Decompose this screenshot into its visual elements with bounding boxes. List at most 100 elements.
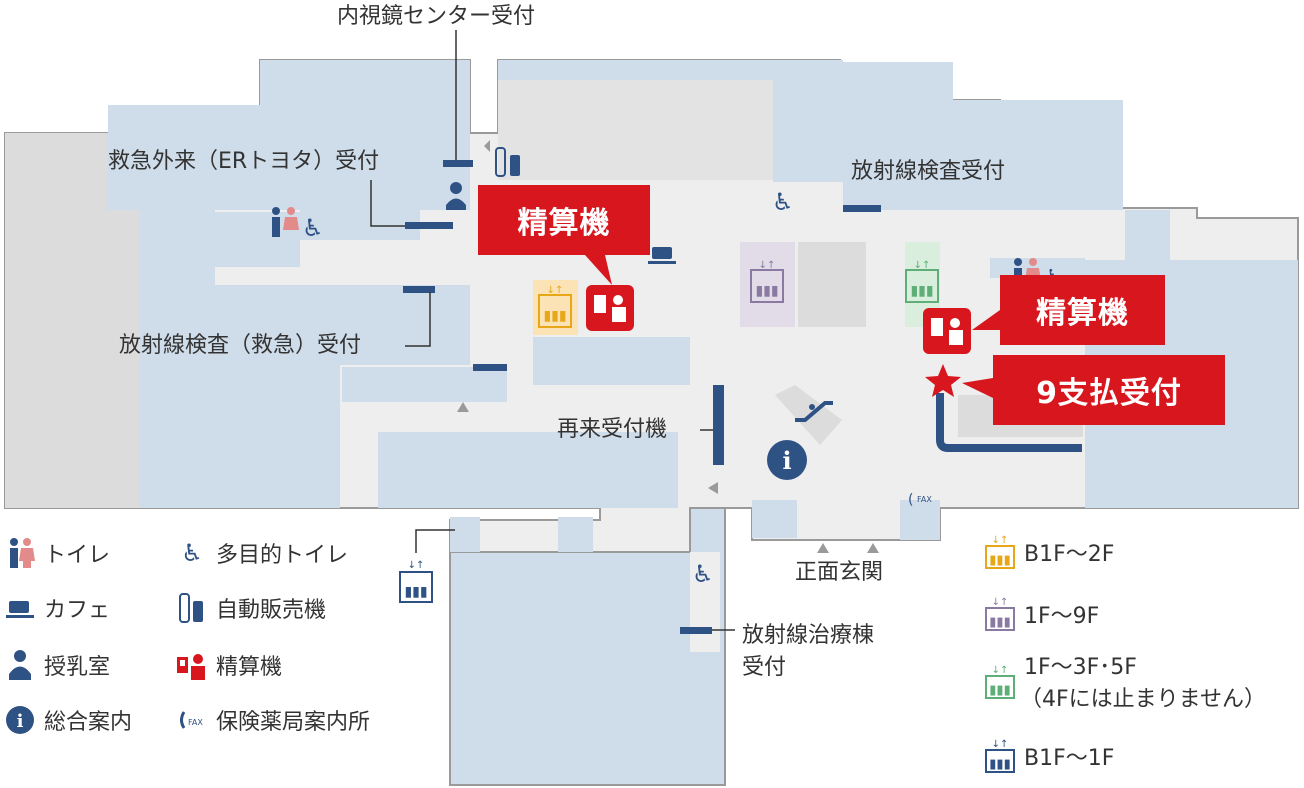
information-icon: i [767,440,807,480]
svg-text:i: i [17,711,24,732]
svg-text:▮▮▮: ▮▮▮ [543,308,566,324]
legend-pharmacy: FAX 保険薬局案内所 [176,704,370,736]
elevator-purple-icon: ▮▮▮ ↓↑ [740,242,795,327]
room [498,60,773,80]
main-entrance-label: 正面玄関 [795,560,884,585]
accessible-toilet-icon: ♿ [181,539,203,567]
svg-text:(: ( [908,492,913,508]
room [378,432,678,508]
legend-nursing: 授乳室 [4,649,110,681]
svg-text:↓↑: ↓↑ [992,665,1009,676]
legend-elevator-yellow-label: B1F〜2F [1024,542,1115,567]
payment-machine-callout: 精算機 [1000,275,1165,345]
legend-elevator-navy-label: B1F〜1F [1024,746,1115,771]
legend-elevator-green-line1: 1F〜3F･5F [1024,655,1137,680]
room [300,200,420,240]
room [843,62,953,210]
room [260,60,470,210]
elevator-green-icon: ↓↑ ▮▮▮ [984,665,1016,699]
accessible-toilet-icon: ♿ [772,188,794,216]
svg-text:↓↑: ↓↑ [914,260,931,271]
legend-cafe: カフェ [4,592,110,624]
legend-pharmacy-label: 保険薬局案内所 [216,710,371,735]
vending-machine-icon [176,592,208,624]
legend-cafe-label: カフェ [44,598,111,623]
svg-text:▮▮▮: ▮▮▮ [989,683,1010,698]
annex-room [450,517,480,552]
svg-text:▮▮▮: ▮▮▮ [989,757,1010,772]
room [752,500,797,538]
endoscopy-reception-label: 内視鏡センター受付 [337,4,536,29]
svg-text:▮▮▮: ▮▮▮ [989,615,1010,630]
legend-vending: 自動販売機 [176,592,326,624]
room [900,500,940,540]
svg-text:FAX: FAX [917,495,932,504]
toilet-icon [4,537,36,569]
leader-lines [370,30,735,631]
room [342,367,452,402]
entrance-arrows [457,140,879,553]
legend-toilet: トイレ [4,537,110,569]
legend-toilet-label: トイレ [44,543,111,568]
radiotherapy-reception-line1: 放射線治療棟 [742,623,875,648]
legend-elevator-purple-label: 1F〜9F [1024,604,1100,629]
legend-vending-label: 自動販売機 [216,598,327,623]
legend-elevator-green: ↓↑ ▮▮▮ 1F〜3F･5F （4Fには止まりません） [984,652,1266,716]
svg-text:i: i [782,446,791,475]
elevator-navy-icon: ▮▮▮ ↓↑ [399,560,433,603]
legend-elevator-navy: ↓↑▮▮▮ B1F〜1F [984,739,1115,773]
fax-icon: FAX [176,704,208,736]
legend-payment: 精算機 [176,649,282,681]
legend-multipurpose-toilet-label: 多目的トイレ [216,543,349,568]
legend-elevator-yellow: ↓↑ ▮▮▮ B1F〜2F [984,535,1115,569]
payment-machine-icon [176,649,208,681]
cafe-icon [4,592,36,624]
fax-icon: ( FAX [908,492,932,508]
room [140,365,340,508]
toilet-icon [272,207,299,237]
radiotherapy-reception-label: 放射線治療棟 受付 [742,620,874,684]
payment-machine-icon [586,285,634,331]
svg-text:▮▮▮: ▮▮▮ [404,584,427,600]
svg-text:▮▮▮: ▮▮▮ [910,283,933,299]
svg-text:▮▮▮: ▮▮▮ [755,283,778,299]
route-line [936,393,1082,452]
legend-elevator-green-line2: （4Fには止まりません） [1020,686,1266,712]
svg-text:↓↑: ↓↑ [992,597,1009,608]
svg-text:FAX: FAX [188,718,203,727]
elevator-yellow-icon: ↓↑ ▮▮▮ [984,535,1016,569]
callout-tail [962,378,993,398]
escalator-icon [775,385,842,445]
annex-room [558,517,593,552]
accessible-toilet-icon: ♿ [692,560,714,588]
svg-text:↓↑: ↓↑ [547,285,564,296]
room [452,367,507,402]
payment-machine-callout: 精算機 [478,185,650,255]
er-reception-label: 救急外来（ERトヨタ）受付 [108,149,380,174]
elevator-purple-icon: ↓↑ ▮▮▮ [984,597,1016,631]
room [140,285,470,365]
svg-text:↓↑: ↓↑ [759,260,776,271]
legend-info-label: 総合案内 [44,710,133,735]
nursing-room-icon [446,182,466,210]
accessible-toilet-icon: ♿ [302,214,324,242]
room [533,337,690,385]
room [498,80,773,180]
room [798,242,866,327]
payment-machine-icon [923,308,971,354]
legend-nursing-label: 授乳室 [44,655,111,680]
cafe-icon [648,247,676,264]
svg-text:↓↑: ↓↑ [992,535,1009,546]
radiology-reception-label: 放射線検査受付 [851,159,1006,184]
room [773,60,843,182]
revisit-machine-label: 再来受付機 [557,417,668,442]
radiotherapy-corridor [690,552,720,652]
elevator-yellow-icon: ▮▮▮ ↓↑ [533,280,578,335]
svg-text:▮▮▮: ▮▮▮ [989,553,1010,568]
radiotherapy-reception-line2: 受付 [742,654,787,680]
callout-tail [585,255,612,285]
reception-counters [403,160,881,634]
legend-payment-label: 精算機 [216,655,283,680]
callout-tail [972,310,1000,330]
